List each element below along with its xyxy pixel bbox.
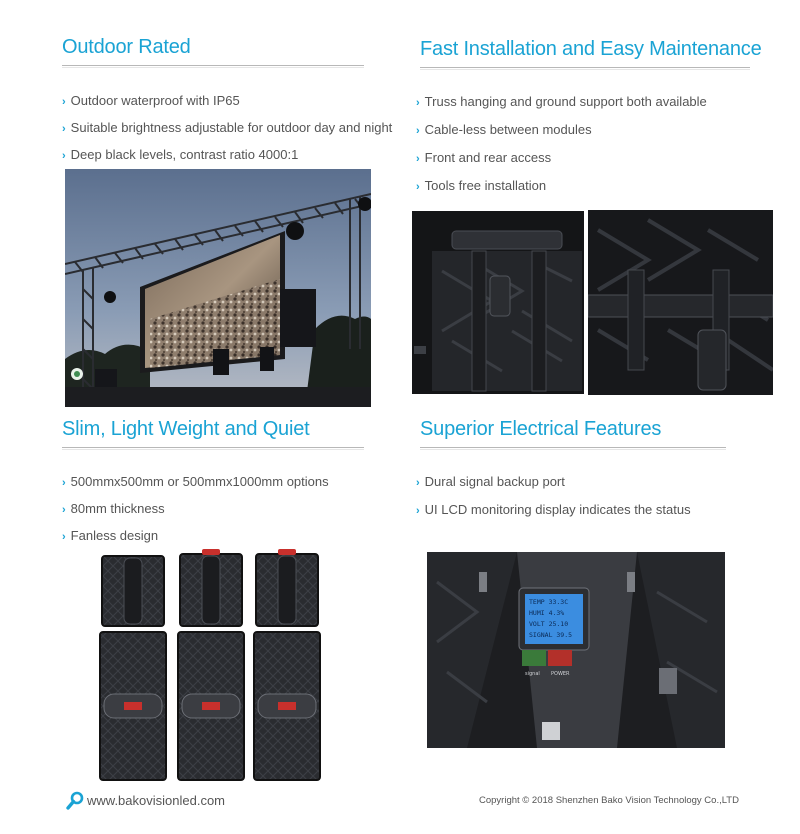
chevron-right-icon: › bbox=[416, 125, 420, 137]
list-item: ›Suitable brightness adjustable for outd… bbox=[62, 120, 393, 135]
list-item: ›UI LCD monitoring display indicates the… bbox=[416, 502, 691, 517]
list-item: ›Tools free installation bbox=[416, 178, 547, 193]
slim-divider bbox=[62, 447, 364, 450]
installation-divider bbox=[420, 67, 750, 70]
list-item: ›Outdoor waterproof with IP65 bbox=[62, 93, 240, 108]
installation-list: ›Truss hanging and ground support both a… bbox=[416, 94, 707, 206]
installation-title: Fast Installation and Easy Maintenance bbox=[420, 38, 762, 60]
chevron-right-icon: › bbox=[62, 150, 66, 162]
outdoor-rated-list: ›Outdoor waterproof with IP65 ›Suitable … bbox=[62, 93, 392, 174]
list-item: ›500mmx500mm or 500mmx1000mm options bbox=[62, 474, 329, 489]
list-item: ›Front and rear access bbox=[416, 150, 552, 165]
chevron-right-icon: › bbox=[62, 123, 66, 135]
signal-label: signal bbox=[525, 671, 540, 677]
lcd-line: HUMI 4.3% bbox=[529, 609, 565, 617]
lcd-status-screen: TEMP 33.3C HUMI 4.3% VOLT 25.10 SIGNAL 3… bbox=[525, 594, 583, 644]
electrical-divider bbox=[420, 447, 726, 450]
chevron-right-icon: › bbox=[416, 153, 420, 165]
chevron-right-icon: › bbox=[62, 504, 66, 516]
power-label: POWER bbox=[551, 671, 570, 677]
list-item: ›Deep black levels, contrast ratio 4000:… bbox=[62, 147, 299, 162]
electrical-list: ›Dural signal backup port ›UI LCD monito… bbox=[416, 474, 691, 530]
module-back-photo-right bbox=[588, 210, 773, 395]
magnifier-icon bbox=[66, 791, 84, 811]
chevron-right-icon: › bbox=[416, 97, 420, 109]
list-item: ›Dural signal backup port bbox=[416, 474, 565, 489]
chevron-right-icon: › bbox=[416, 181, 420, 193]
list-item: ›Cable-less between modules bbox=[416, 122, 592, 137]
lcd-line: SIGNAL 39.5 bbox=[529, 631, 573, 639]
outdoor-concert-photo bbox=[65, 169, 371, 407]
lcd-line: TEMP 33.3C bbox=[529, 598, 569, 606]
chevron-right-icon: › bbox=[62, 531, 66, 543]
list-item: ›Truss hanging and ground support both a… bbox=[416, 94, 707, 109]
outdoor-rated-divider bbox=[62, 65, 364, 68]
slim-list: ›500mmx500mm or 500mmx1000mm options ›80… bbox=[62, 474, 329, 555]
chevron-right-icon: › bbox=[62, 96, 66, 108]
list-item: ›Fanless design bbox=[62, 528, 159, 543]
chevron-right-icon: › bbox=[62, 477, 66, 489]
cabinet-product-grid bbox=[98, 546, 322, 782]
module-back-photo-left bbox=[412, 211, 584, 394]
footer-copyright: Copyright © 2018 Shenzhen Bako Vision Te… bbox=[479, 795, 739, 806]
electrical-title: Superior Electrical Features bbox=[420, 418, 662, 440]
chevron-right-icon: › bbox=[416, 505, 420, 517]
outdoor-rated-title: Outdoor Rated bbox=[62, 36, 191, 58]
lcd-monitor-photo: TEMP 33.3C HUMI 4.3% VOLT 25.10 SIGNAL 3… bbox=[427, 552, 725, 748]
footer-website: www.bakovisionled.com bbox=[87, 793, 226, 808]
chevron-right-icon: › bbox=[416, 477, 420, 489]
slim-title: Slim, Light Weight and Quiet bbox=[62, 418, 310, 440]
lcd-line: VOLT 25.10 bbox=[529, 620, 569, 628]
list-item: ›80mm thickness bbox=[62, 501, 165, 516]
